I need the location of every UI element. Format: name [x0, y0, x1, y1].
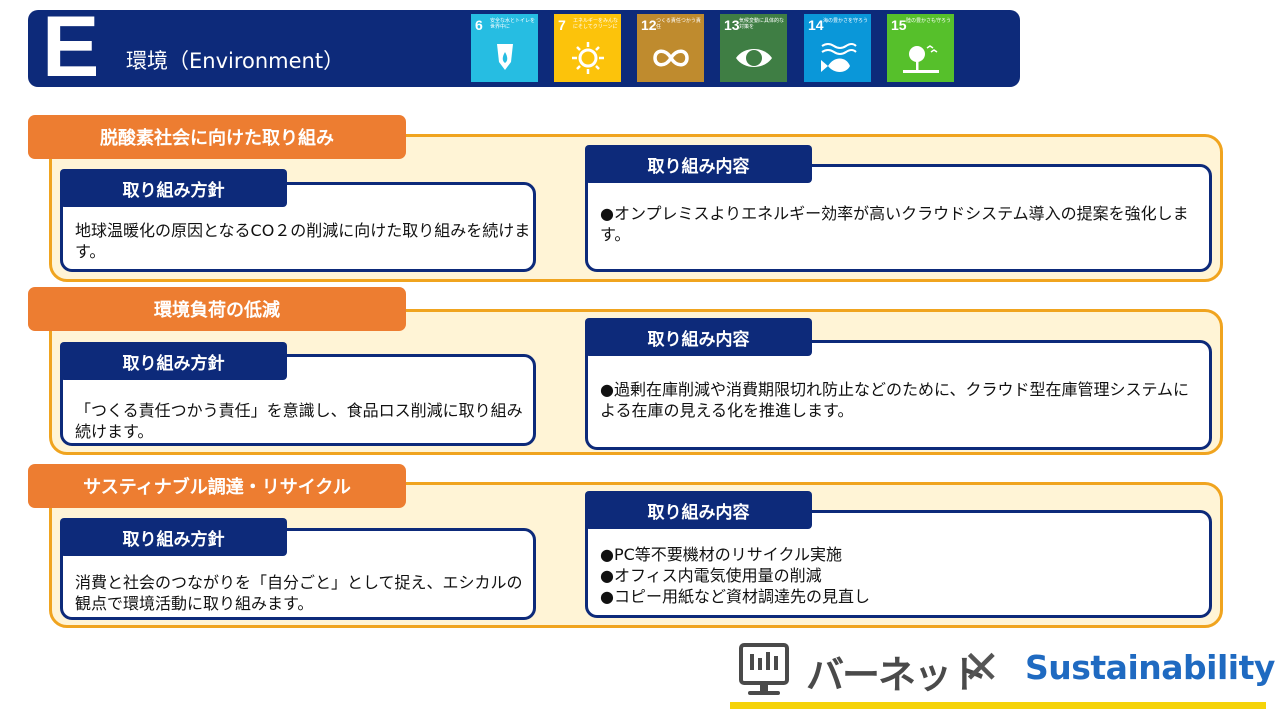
policy-label: 取り組み方針: [60, 169, 287, 207]
sdg-number: 13: [724, 17, 740, 33]
content-item: ●過剰在庫削減や消費期限切れ防止などのために、クラウド型在庫管理システムによる在…: [600, 380, 1190, 420]
policy-text: 消費と社会のつながりを「自分ごと」として捉え、エシカルの観点で環境活動に取り組み…: [75, 573, 523, 613]
sdg-icon-7: 7 エネルギーをみんなにそしてクリーンに: [554, 14, 621, 82]
brand-underline: [730, 702, 1266, 709]
brand-logo: バーネット ✕ Sustainability: [730, 640, 1275, 712]
sdg-number: 7: [558, 17, 566, 33]
fish-icon: [821, 43, 857, 72]
content-item: ●PC等不要機材のリサイクル実施: [600, 545, 842, 564]
section-title: 脱酸素社会に向けた取り組み: [28, 115, 406, 159]
sdg-caption: 海の豊かさを守ろう: [823, 18, 869, 24]
sdg-caption: つくる責任つかう責任: [656, 18, 701, 30]
sdg-number: 12: [641, 17, 657, 33]
content-item: ●オフィス内電気使用量の削減: [600, 566, 822, 585]
policy-text: 「つくる責任つかう責任」を意識し、食品ロス削減に取り組み続けます。: [75, 401, 523, 441]
content-label: 取り組み内容: [585, 145, 812, 183]
tree-icon: [903, 45, 939, 73]
category-letter: E: [42, 0, 100, 95]
sdg-number: 14: [808, 17, 824, 33]
monitor-icon: [739, 643, 789, 695]
section-title: サスティナブル調達・リサイクル: [28, 464, 406, 508]
water-drop-icon: [497, 44, 513, 70]
sdg-number: 15: [891, 17, 907, 33]
brand-name-en: Sustainability: [1025, 648, 1275, 687]
cross-icon: ✕: [962, 640, 1001, 694]
sdg-caption: 陸の豊かさも守ろう: [906, 18, 952, 24]
policy-label: 取り組み方針: [60, 342, 287, 380]
sun-icon: [572, 42, 604, 74]
policy-label: 取り組み方針: [60, 518, 287, 556]
content-item: ●コピー用紙など資材調達先の見直し: [600, 587, 870, 606]
eye-globe-icon: [736, 49, 772, 67]
content-box: [585, 340, 1212, 450]
page-title: 環境（Environment）: [126, 49, 345, 73]
content-label: 取り組み内容: [585, 318, 812, 356]
sdg-icon-14: 14 海の豊かさを守ろう: [804, 14, 871, 82]
sdg-icon-6: 6 安全な水とトイレを世界中に: [471, 14, 538, 82]
content-item: ●オンプレミスよりエネルギー効率が高いクラウドシステム導入の提案を強化します。: [600, 204, 1189, 244]
infinity-icon: [653, 49, 689, 67]
sdg-icon-12: 12 つくる責任つかう責任: [637, 14, 704, 82]
sdg-caption: エネルギーをみんなにそしてクリーンに: [573, 18, 619, 30]
sdg-icon-15: 15 陸の豊かさも守ろう: [887, 14, 954, 82]
brand-name-jp: バーネット: [806, 653, 988, 697]
section-title: 環境負荷の低減: [28, 287, 406, 331]
content-label: 取り組み内容: [585, 491, 812, 529]
sdg-caption: 気候変動に具体的な対策を: [739, 18, 785, 30]
policy-text: 地球温暖化の原因となるCO２の削減に向けた取り組みを続けます。: [75, 221, 531, 261]
sdg-number: 6: [475, 17, 483, 33]
sdg-caption: 安全な水とトイレを世界中に: [490, 18, 536, 30]
sdg-icon-13: 13 気候変動に具体的な対策を: [720, 14, 787, 82]
